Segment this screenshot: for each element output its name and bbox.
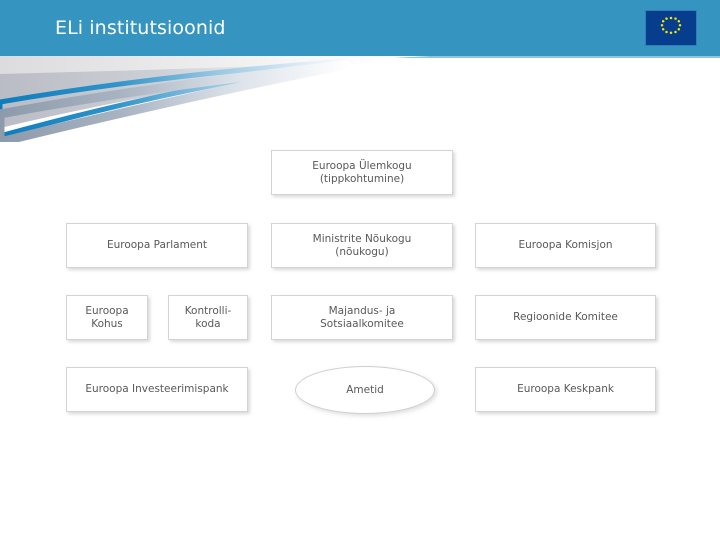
diagram-node-regioonide-komitee[interactable]: Regioonide Komitee (475, 295, 656, 340)
diagram-node-label: Euroopa Investeerimispank (85, 383, 229, 395)
diagram-node-label: Euroopa Kohus (85, 304, 129, 330)
diagram-node-label: Ametid (346, 383, 384, 396)
diagram-node-label: Majandus- ja Sotsiaalkomitee (320, 304, 404, 330)
diagram-node-label: Regioonide Komitee (513, 311, 618, 323)
diagram-node-ametid[interactable]: Ametid (295, 366, 435, 414)
diagram-node-label: Euroopa Keskpank (517, 383, 614, 395)
diagram-node-euroopa-komisjon[interactable]: Euroopa Komisjon (475, 223, 656, 268)
diagram-node-euroopa-kohus[interactable]: Euroopa Kohus (66, 295, 148, 340)
diagram-node-label: Euroopa Komisjon (518, 239, 613, 251)
diagram-node-euroopa-parlament[interactable]: Euroopa Parlament (66, 223, 248, 268)
diagram-node-label: Euroopa Ülemkogu (tippkohtumine) (312, 159, 412, 185)
page-title: ELi institutsioonid (55, 17, 226, 39)
diagram-node-kontrollikoda[interactable]: Kontrolli- koda (168, 295, 248, 340)
diagram-node-euroopa-keskpank[interactable]: Euroopa Keskpank (475, 367, 656, 412)
diagram-node-majandus-ja-sotsiaalkomitee[interactable]: Majandus- ja Sotsiaalkomitee (271, 295, 453, 340)
diagram-node-label: Ministrite Nõukogu (nõukogu) (312, 232, 412, 258)
diagram-node-label: Euroopa Parlament (106, 239, 208, 251)
diagram-node-euroopa-investeerimispank[interactable]: Euroopa Investeerimispank (66, 367, 248, 412)
diagram-node-euroopa-ulemkogu[interactable]: Euroopa Ülemkogu (tippkohtumine) (271, 150, 453, 195)
european-union-flag-icon (645, 10, 697, 46)
header-band (0, 0, 720, 56)
diagram-node-label: Kontrolli- koda (184, 304, 232, 330)
diagram-node-ministrite-noukogu[interactable]: Ministrite Nõukogu (nõukogu) (271, 223, 453, 268)
